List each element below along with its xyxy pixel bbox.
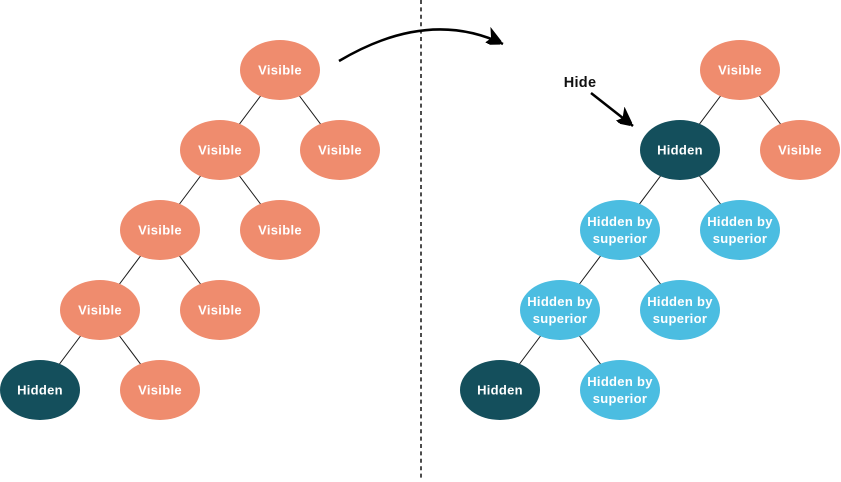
- node-label: Hidden: [477, 383, 523, 398]
- node-ellipse: [580, 200, 660, 260]
- tree-node-hidden: Hidden: [460, 360, 540, 420]
- node-ellipse: [300, 120, 380, 180]
- tree-node-visible: Visible: [700, 40, 780, 100]
- node-label: Hidden: [17, 383, 63, 398]
- node-label: Visible: [258, 223, 302, 238]
- tree-node-hidden: Hidden: [640, 120, 720, 180]
- node-ellipse: [760, 120, 840, 180]
- node-label: Visible: [318, 143, 362, 158]
- node-label: Visible: [138, 223, 182, 238]
- node-label: Visible: [78, 303, 122, 318]
- node-ellipse: [640, 120, 720, 180]
- node-ellipse: [700, 200, 780, 260]
- tree-node-visible: Visible: [760, 120, 840, 180]
- tree-node-visible: Visible: [240, 200, 320, 260]
- node-label: Visible: [718, 63, 762, 78]
- node-ellipse: [180, 120, 260, 180]
- node-ellipse: [240, 40, 320, 100]
- node-ellipse: [460, 360, 540, 420]
- tree-node-visible: Visible: [180, 280, 260, 340]
- tree-node-visible: Visible: [60, 280, 140, 340]
- tree-node-visible: Visible: [300, 120, 380, 180]
- node-ellipse: [520, 280, 600, 340]
- node-ellipse: [240, 200, 320, 260]
- node-ellipse: [0, 360, 80, 420]
- hide-annotation-label: Hide: [564, 75, 597, 91]
- node-ellipse: [580, 360, 660, 420]
- tree-node-visible: Visible: [240, 40, 320, 100]
- node-ellipse: [120, 200, 200, 260]
- tree-node-visible: Visible: [120, 360, 200, 420]
- transition-arrow: [338, 29, 503, 63]
- hide-annotation-arrow: [590, 92, 633, 127]
- node-label: Visible: [778, 143, 822, 158]
- tree-node-visible: Visible: [180, 120, 260, 180]
- hide-annotation: Hide: [564, 75, 633, 127]
- node-label: Hidden: [657, 143, 703, 158]
- tree-node-hidden: Hidden: [0, 360, 80, 420]
- node-label: Visible: [138, 383, 182, 398]
- node-ellipse: [120, 360, 200, 420]
- node-ellipse: [60, 280, 140, 340]
- tree-node-visible: Visible: [120, 200, 200, 260]
- node-label: Visible: [198, 303, 242, 318]
- node-ellipse: [180, 280, 260, 340]
- node-label: Visible: [198, 143, 242, 158]
- node-label: Visible: [258, 63, 302, 78]
- node-ellipse: [700, 40, 780, 100]
- node-ellipse: [640, 280, 720, 340]
